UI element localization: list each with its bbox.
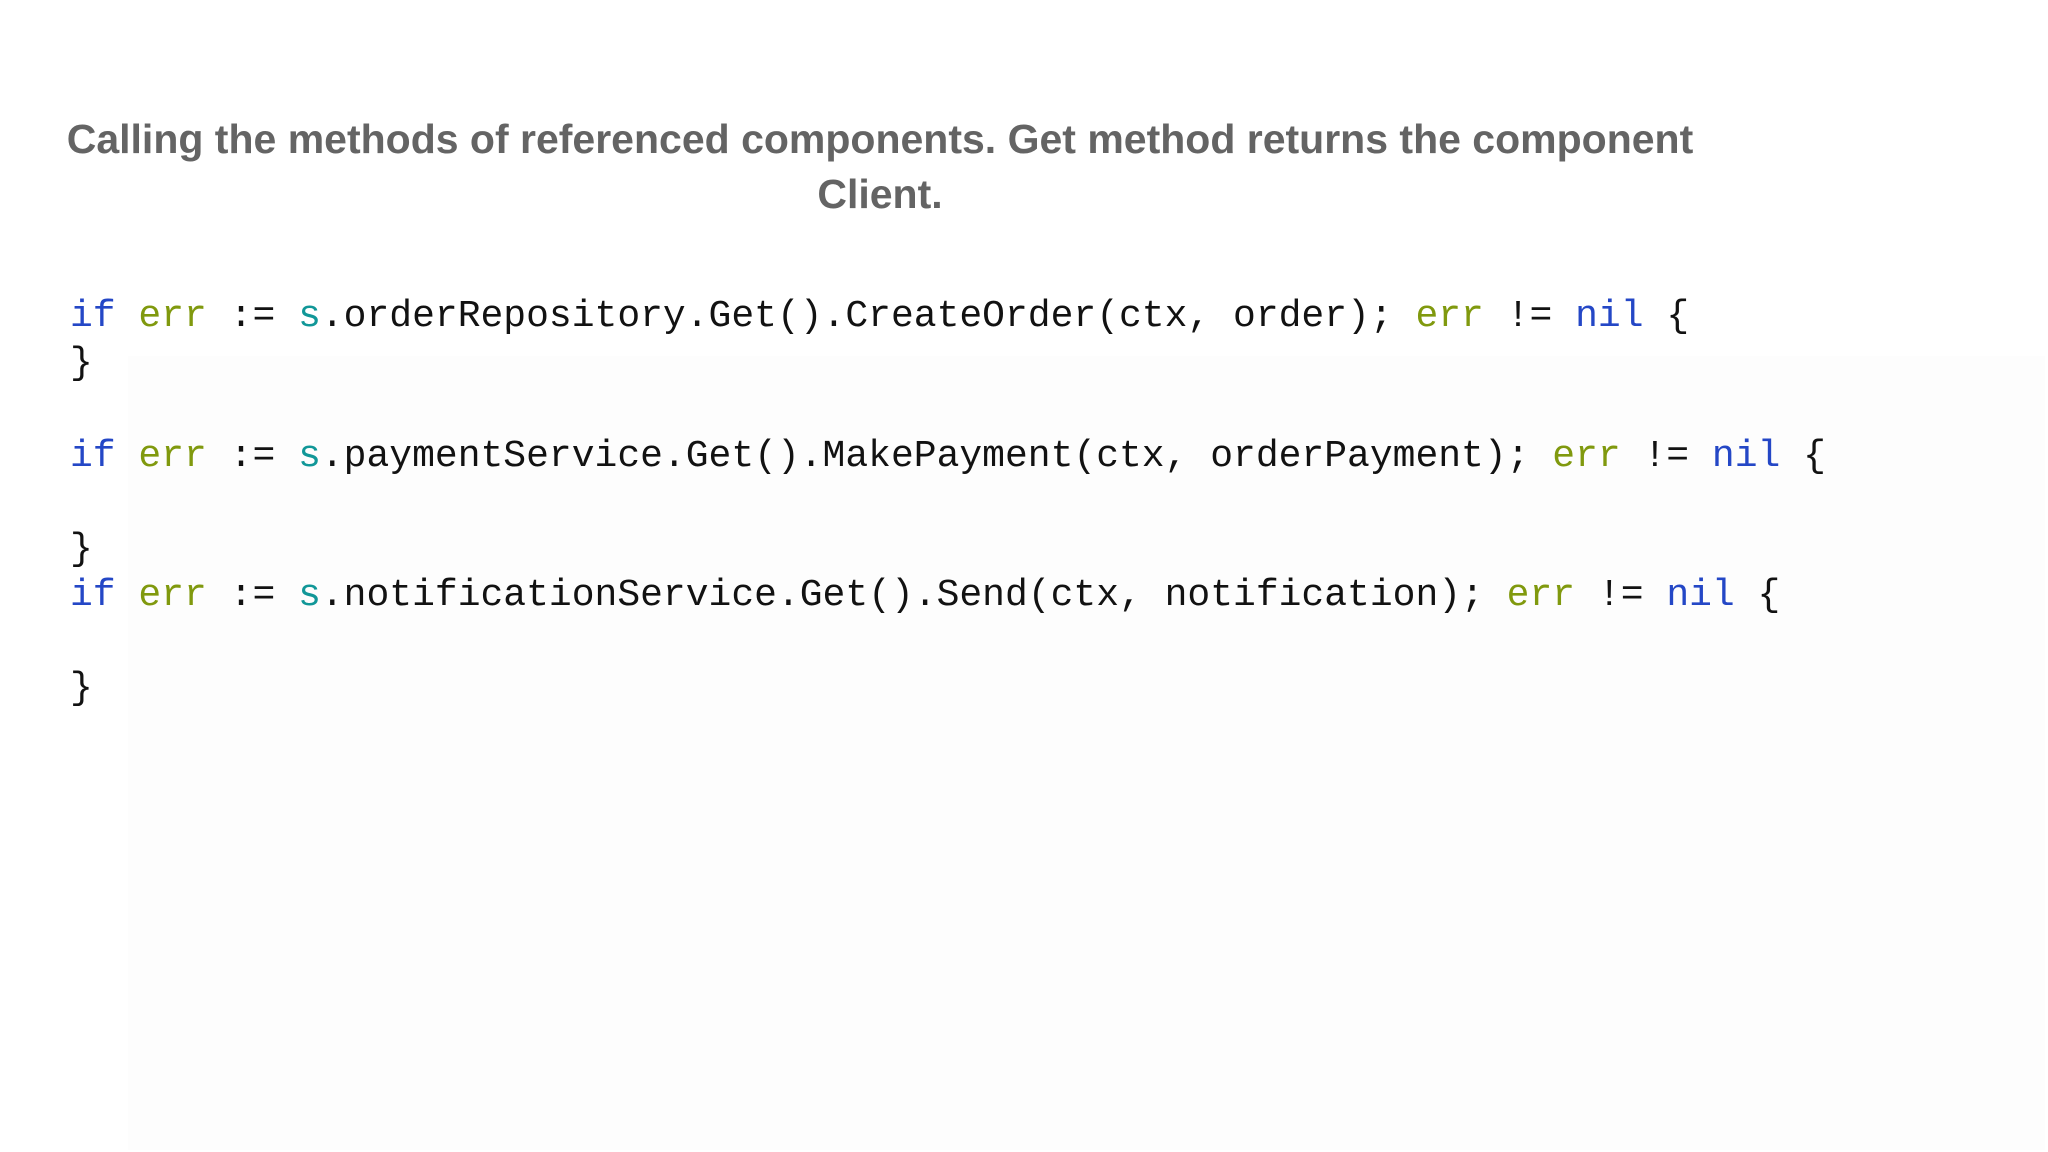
code-token-plain <box>116 574 139 617</box>
page-title: Calling the methods of referenced compon… <box>66 116 1694 217</box>
code-token-plain: != <box>1483 295 1576 338</box>
code-token-keyword: nil <box>1666 574 1735 617</box>
code-token-variable: err <box>1552 434 1621 478</box>
code-token-keyword: if <box>70 295 116 338</box>
code-token-plain <box>116 295 139 338</box>
code-token-plain: := <box>206 574 299 617</box>
code-token-plain <box>116 435 139 478</box>
code-token-variable: err <box>1506 574 1576 617</box>
code-token-plain: { <box>1643 295 1690 338</box>
code-token-plain: { <box>1780 434 1826 478</box>
code-token-plain: } <box>70 341 93 385</box>
code-token-receiver: s <box>298 295 321 338</box>
code-token-keyword: nil <box>1575 295 1644 338</box>
code-block: if err := s.orderRepository.Get().Create… <box>70 294 1826 713</box>
code-token-variable: err <box>138 295 207 338</box>
code-token-plain: .notificationService.Get().Send(ctx, not… <box>320 574 1507 617</box>
code-token-plain: } <box>70 527 93 571</box>
code-token-plain: { <box>1734 574 1781 617</box>
code-token-plain: } <box>70 667 93 710</box>
code-token-plain: != <box>1620 434 1712 478</box>
code-token-plain: != <box>1575 574 1667 617</box>
code-token-plain: .orderRepository.Get().CreateOrder(ctx, … <box>320 295 1416 338</box>
code-token-variable: err <box>138 434 207 478</box>
code-token-plain: := <box>206 295 299 338</box>
code-token-plain: := <box>206 434 299 478</box>
code-token-variable: err <box>138 574 207 617</box>
code-token-keyword: if <box>70 434 116 478</box>
code-token-keyword: if <box>70 574 116 617</box>
code-token-keyword: nil <box>1711 434 1781 478</box>
code-token-receiver: s <box>298 574 321 617</box>
code-token-variable: err <box>1415 295 1484 338</box>
code-token-receiver: s <box>298 434 321 478</box>
code-token-plain: .paymentService.Get().MakePayment(ctx, o… <box>320 434 1553 478</box>
